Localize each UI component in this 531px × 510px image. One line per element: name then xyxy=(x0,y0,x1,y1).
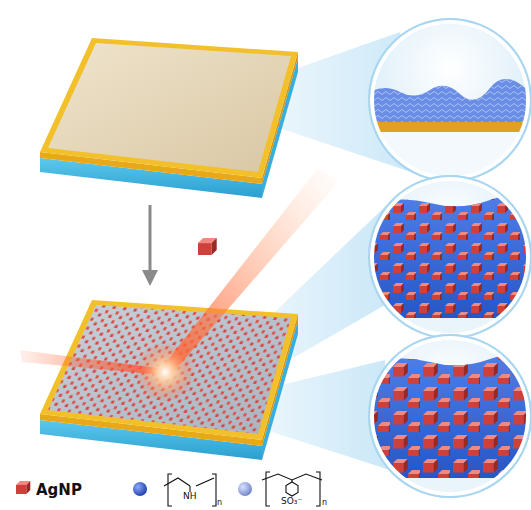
legend-text: AgNP xyxy=(36,483,82,498)
formula-group: NH xyxy=(183,492,197,501)
zoom-circle xyxy=(368,175,531,340)
laser-beam xyxy=(160,168,340,376)
legend-sphere xyxy=(133,482,147,496)
legend-cube xyxy=(16,481,30,494)
laser-spot xyxy=(135,342,195,402)
zoom-circle xyxy=(368,18,531,182)
polyaniline-structure xyxy=(164,474,216,506)
repeat-index: n xyxy=(322,499,327,507)
legend-sphere xyxy=(238,482,252,496)
formula-group: SO₃⁻ xyxy=(281,497,302,506)
repeat-index: n xyxy=(217,499,222,507)
agnp-cube xyxy=(198,238,217,255)
zoom-circle xyxy=(368,334,531,500)
pss-structure xyxy=(262,472,322,506)
substrate-top xyxy=(40,38,298,198)
substrate-bottom xyxy=(40,300,298,460)
process-arrow xyxy=(142,205,158,286)
